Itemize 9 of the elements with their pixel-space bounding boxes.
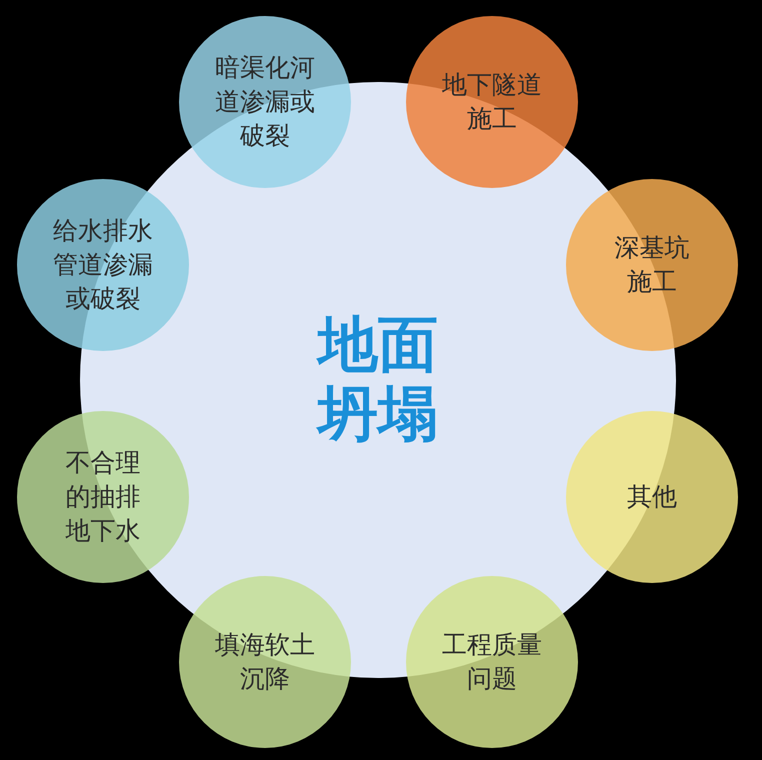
center-label: 地面坍塌 [318, 311, 438, 449]
cause-label: 暗渠化河道渗漏或破裂 [214, 52, 316, 152]
cause-label: 其他 [626, 481, 678, 514]
cause-label: 工程质量问题 [441, 629, 543, 695]
cause-label: 地下隧道施工 [441, 69, 543, 135]
cause-label: 不合理的抽排地下水 [64, 447, 142, 547]
cause-label: 给水排水管道渗漏或破裂 [52, 215, 154, 315]
cause-label: 深基坑施工 [614, 232, 690, 298]
cause-label: 填海软土沉降 [214, 629, 316, 695]
